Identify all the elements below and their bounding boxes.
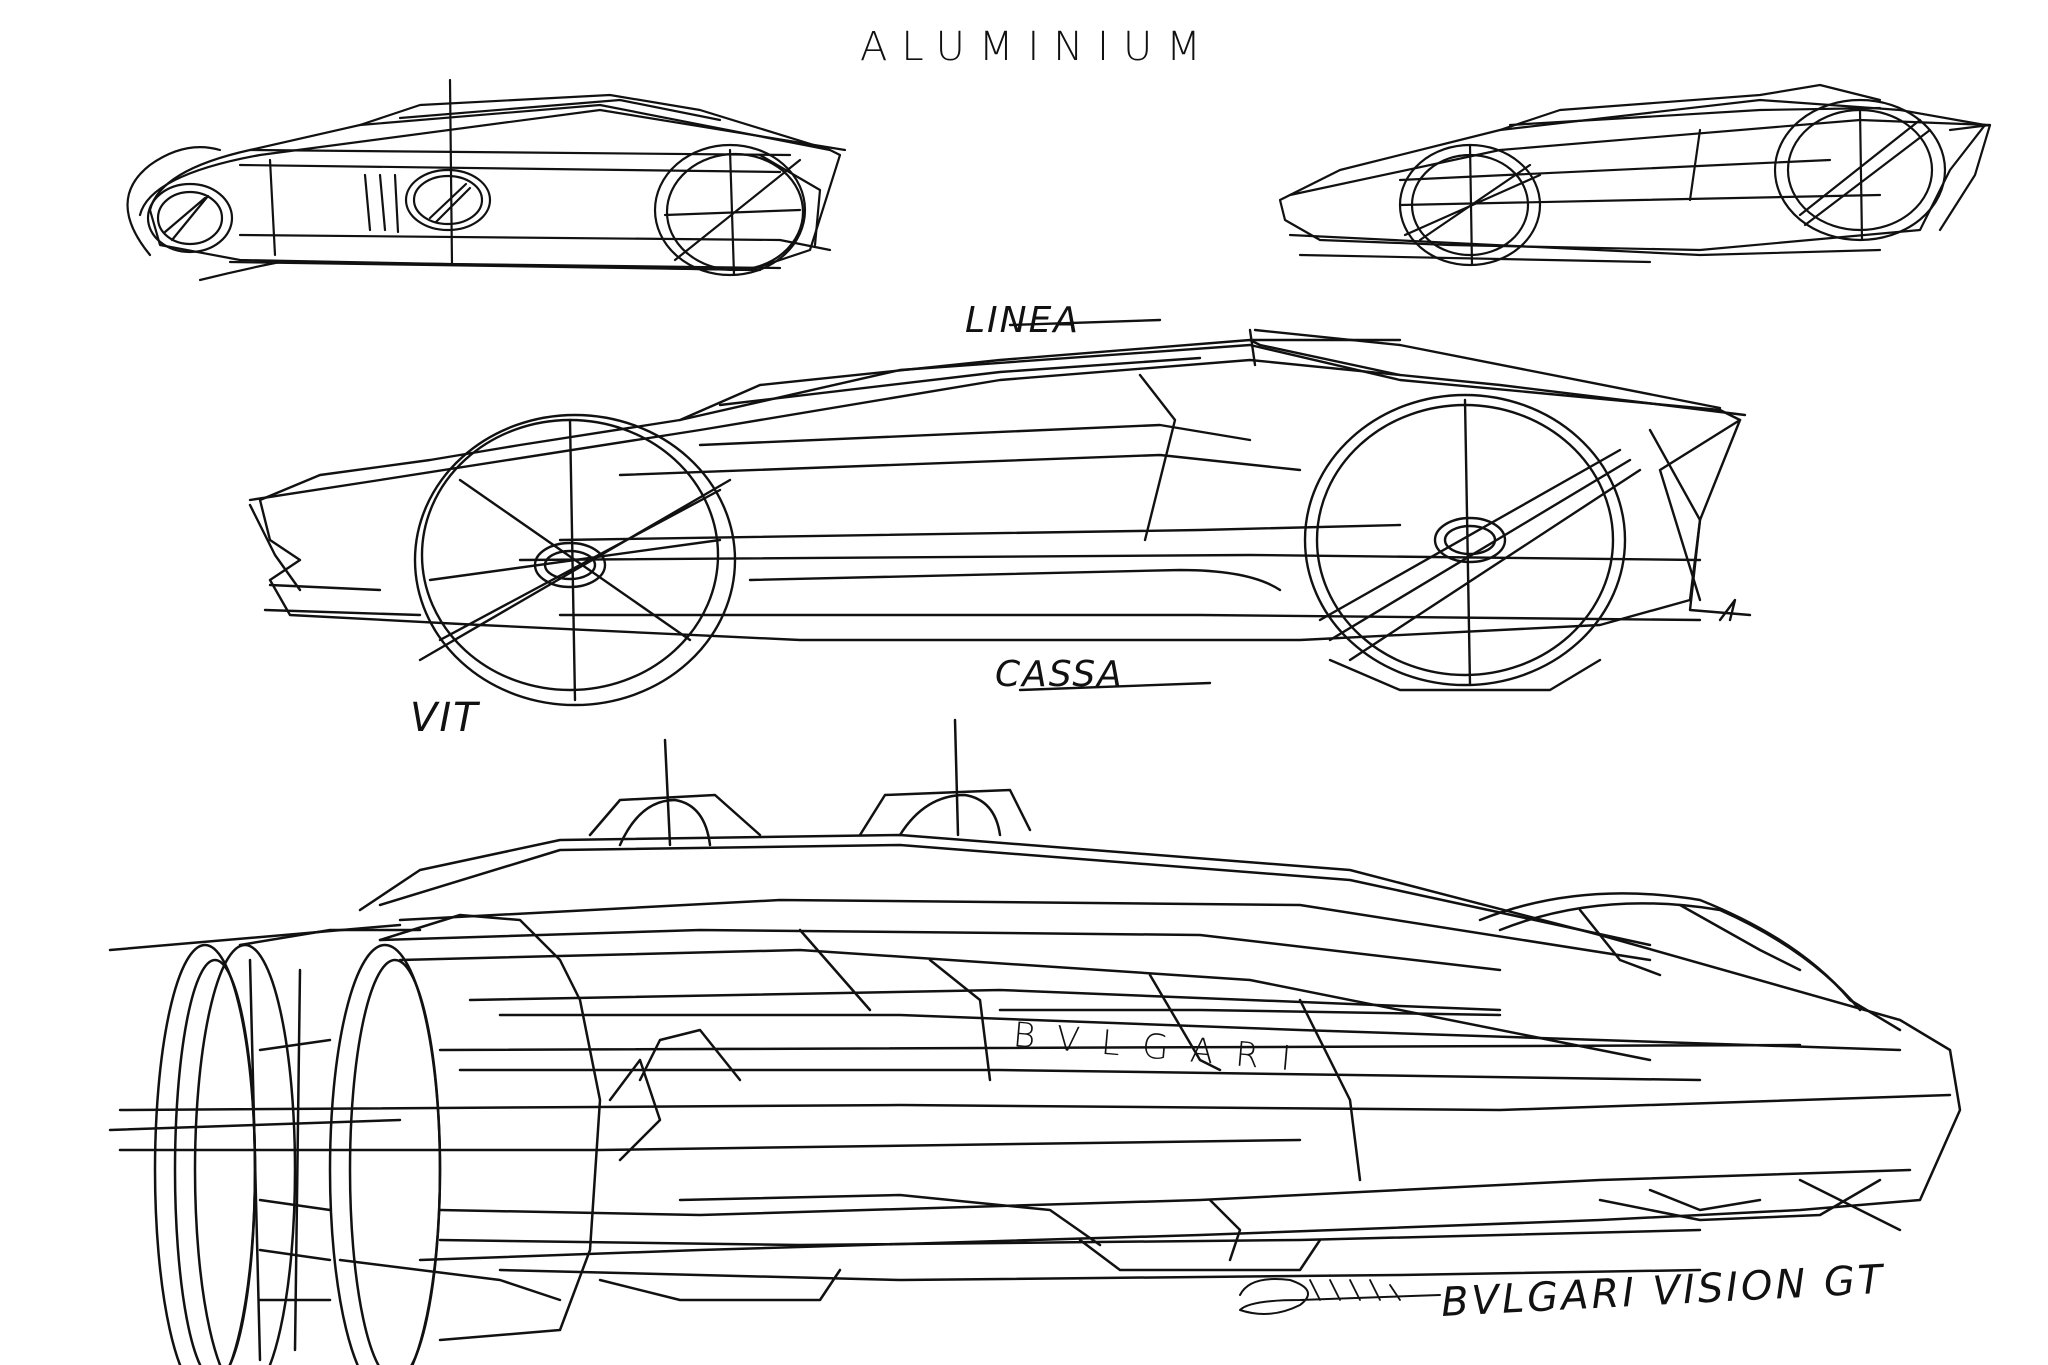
sheet-title: ALUMINIUM	[860, 24, 1215, 70]
note-vit: VIT	[410, 695, 480, 741]
signature	[1239, 1278, 1441, 1315]
car-sketch-side-view-small	[126, 78, 847, 282]
car-sketch-rear-three-quarter-large	[108, 718, 1962, 1365]
car-sketch-three-quarter-small	[1278, 83, 1992, 267]
car-sketch-side-view-large	[248, 318, 1752, 707]
note-linea: LINEA	[965, 300, 1080, 341]
